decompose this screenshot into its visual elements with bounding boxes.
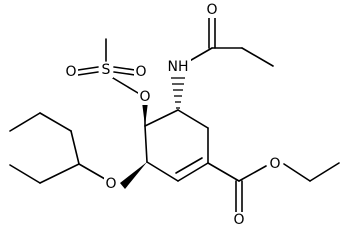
carbonyl-oxygen-atom: O <box>232 212 246 228</box>
bond-pentyl-upper-ethyl <box>39 112 72 132</box>
ether-oxygen-label: O <box>105 176 116 192</box>
mesylate-oxygen-label: O <box>139 89 150 105</box>
bond-ring-c5-c6 <box>177 109 209 129</box>
bond-ester-ethyl-ch2 <box>283 163 311 182</box>
stereo-bonds <box>120 77 185 189</box>
carbonyl-oxygen-label: O <box>233 212 244 228</box>
bond-sulfur-oxygen-left <box>77 66 99 71</box>
bond-ester-ethyl-ch3 <box>309 162 340 182</box>
sulfur-label: S <box>102 62 111 78</box>
ester-oxygen-label: O <box>269 156 280 172</box>
bonds <box>9 13 340 215</box>
bond-ring-c1-c2-double <box>175 157 203 174</box>
ester-oxygen-atom: O <box>268 156 282 172</box>
sulfonyl-oxygen-left-label: O <box>65 64 76 80</box>
bond-pentyl-upper-methyl <box>9 112 41 132</box>
acetyl-oxygen-atom: O <box>205 2 219 18</box>
bond-pentyl-ch-lower <box>39 163 80 184</box>
wedge-bond-c4-oxygen <box>142 102 148 126</box>
mesylate-oxygen-atom: O <box>138 89 152 105</box>
bond-ring-c1-c2 <box>177 162 209 182</box>
acetyl-oxygen-label: O <box>206 2 217 18</box>
bond-sulfur-ester-oxygen <box>112 77 139 94</box>
bond-sulfur-oxygen-left-double <box>77 71 99 76</box>
atom-labels: NH O S O O O O O <box>64 2 282 228</box>
ether-oxygen-atom: O <box>104 176 118 192</box>
nitrogen-atom: NH <box>167 58 191 76</box>
nitrogen-label: NH <box>168 59 189 75</box>
sulfonyl-oxygen-left-atom: O <box>64 64 78 80</box>
bond-pentyl-ch-upper <box>70 130 80 165</box>
bond-ring-c2-c3 <box>146 161 179 182</box>
bond-ether-oxygen-to-ch <box>78 163 106 180</box>
bond-sulfur-oxygen-right-double <box>113 71 136 76</box>
bond-pentyl-lower-methyl <box>9 164 41 184</box>
sulfur-atom: S <box>99 62 113 78</box>
bond-carboxyl-ester-oxygen <box>238 165 267 182</box>
bond-sulfur-oxygen-right <box>113 66 136 71</box>
bond-ring-c4-c5 <box>144 109 179 127</box>
wedge-bond-c3-oxygen <box>120 162 147 189</box>
sulfonyl-oxygen-right-label: O <box>135 64 146 80</box>
bond-acetyl-methyl <box>241 47 274 67</box>
bond-ring-to-carboxyl <box>207 162 240 182</box>
sulfonyl-oxygen-right-atom: O <box>134 64 148 80</box>
bond-ring-c3-c4 <box>144 125 148 163</box>
hashed-bond-c5-nitrogen <box>171 77 185 109</box>
